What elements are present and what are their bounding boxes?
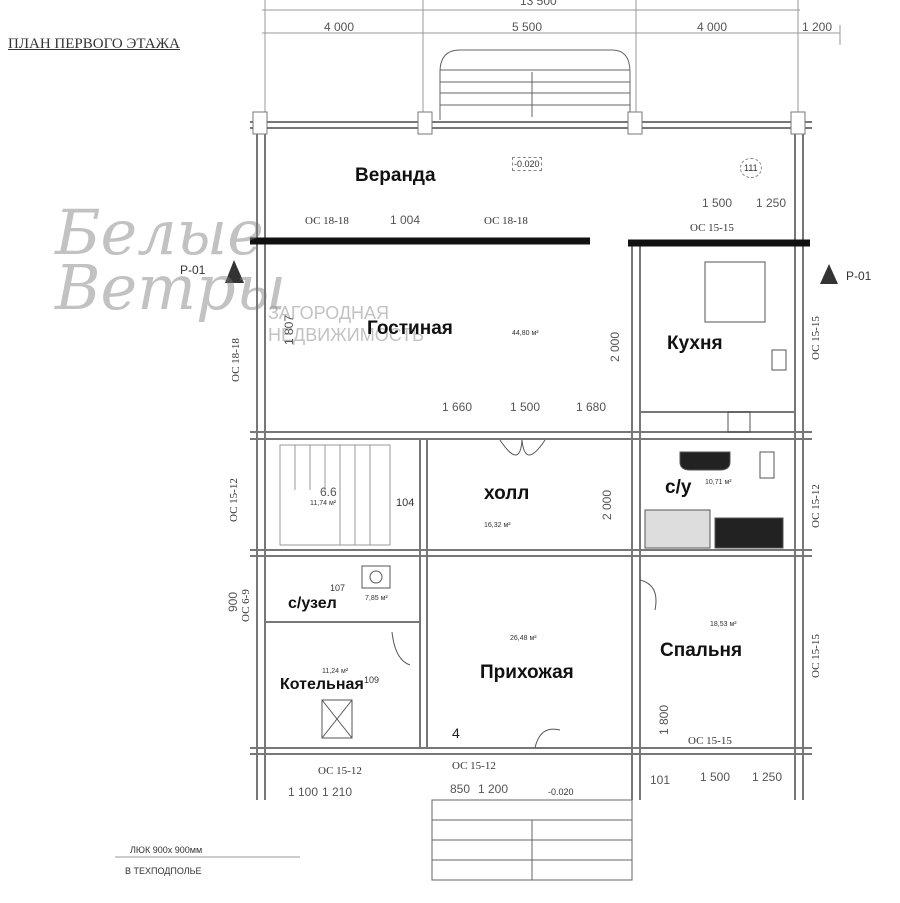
wc-area: 7,85 м² <box>365 595 388 602</box>
axis-label: ОС 18-18 <box>484 215 528 227</box>
dim: 1 210 <box>322 785 353 799</box>
axis-label: ОС 15-15 <box>690 222 734 234</box>
entrance-stairs <box>431 799 633 881</box>
sauna-icon <box>714 517 784 549</box>
dim: 900 <box>226 591 240 612</box>
hatch-icon <box>321 699 353 739</box>
dim: 1 200 <box>478 782 509 796</box>
room-living: Гостиная <box>367 318 453 339</box>
living-area: 44,80 м² <box>512 330 539 337</box>
axis-label: ОС 15-12 <box>810 484 822 528</box>
dim-top: 4 000 <box>324 20 355 34</box>
boiler-icon <box>361 565 391 589</box>
stove-icon <box>727 411 751 433</box>
section-mark-left-icon <box>225 260 244 283</box>
room-entrance: Прихожая <box>480 662 574 683</box>
axis-label: ОС 15-15 <box>688 735 732 747</box>
room-hall: холл <box>484 483 530 504</box>
watermark-line2: НЕДВИЖИМОСТЬ <box>268 325 424 345</box>
entrance-area: 26,48 м² <box>510 635 537 642</box>
stair-area: 11,74 м² <box>310 500 337 507</box>
veranda-number: 111 <box>740 158 762 178</box>
dim: 1 004 <box>390 213 421 227</box>
hall-area: 16,32 м² <box>484 522 511 529</box>
watermark-line1: ЗАГОРОДНАЯ <box>268 303 390 323</box>
dim: 1 500 <box>700 770 731 784</box>
watermark-brand: Белые Ветры <box>55 196 287 324</box>
room-boiler: Котельная <box>280 676 364 693</box>
dim-top: 4 000 <box>697 20 728 34</box>
posts <box>252 111 806 135</box>
dim: 101 <box>650 773 671 787</box>
room-kitchen: Кухня <box>667 333 723 354</box>
section-line <box>250 237 810 247</box>
room-bathroom: с/у <box>665 477 692 498</box>
dim: 1 100 <box>288 785 319 799</box>
shower-icon <box>644 509 711 549</box>
stair-mark: 6.6 <box>320 485 337 499</box>
level-mark: -0.020 <box>548 787 574 797</box>
axis-label: ОС 15-12 <box>228 478 240 522</box>
hatch-note-2: В ТЕХПОДПОЛЬЕ <box>125 866 202 876</box>
dim: 1 250 <box>756 196 787 210</box>
dim: 4 <box>452 725 460 741</box>
dim: 1 250 <box>752 770 783 784</box>
interior-stairs <box>279 444 391 546</box>
fixtures <box>321 261 787 749</box>
dimension-lines <box>262 0 841 130</box>
axis-label: ОС 15-15 <box>810 634 822 678</box>
axis-label: ОС 15-15 <box>810 316 822 360</box>
axis-label: ОС 18-18 <box>305 215 349 227</box>
bathroom-area: 10,71 м² <box>705 479 732 486</box>
axis-label: ОС 15-12 <box>452 760 496 772</box>
dim: 1 680 <box>576 400 607 414</box>
dim: 1 500 <box>702 196 733 210</box>
axis-label: ОС 18-18 <box>230 338 242 382</box>
bathtub-icon <box>679 451 731 471</box>
walls <box>250 121 812 800</box>
dim: 1 500 <box>510 400 541 414</box>
dim: 1 660 <box>442 400 473 414</box>
axis-label: ОС 6-9 <box>240 589 252 622</box>
wc-number: 107 <box>330 583 346 593</box>
stair-number: 104 <box>396 497 415 509</box>
dim: 2 000 <box>608 331 622 362</box>
bedroom-area: 18,53 м² <box>710 621 737 628</box>
watermark-logo: Белые Ветры <box>55 202 295 319</box>
door-swing-icon <box>499 439 546 456</box>
dim-top: 5 500 <box>512 20 543 34</box>
room-wc: с/узел <box>288 595 337 612</box>
toilet-icon <box>759 451 775 479</box>
door-swing-icon <box>391 631 411 666</box>
veranda-level: -0.020 <box>512 157 542 171</box>
boiler-area: 11,24 м² <box>322 668 349 675</box>
room-bedroom: Спальня <box>660 640 743 661</box>
veranda-stairs <box>439 49 631 120</box>
dim-total: 13 500 <box>520 0 557 8</box>
door-swing-icon <box>639 579 657 611</box>
boiler-number: 109 <box>364 675 380 685</box>
dim: 850 <box>450 782 471 796</box>
sink-icon <box>771 349 787 371</box>
hatch-note-1: ЛЮК 900х 900мм <box>130 845 203 855</box>
page-title: ПЛАН ПЕРВОГО ЭТАЖА <box>8 36 180 52</box>
dim: 1 800 <box>657 704 671 735</box>
room-veranda: Веранда <box>355 165 436 186</box>
section-mark-right: Р-01 <box>846 269 872 283</box>
section-mark-left: Р-01 <box>180 263 206 277</box>
dim: 1 807 <box>282 314 296 345</box>
door-swing-icon <box>534 728 561 749</box>
section-mark-right-icon <box>820 264 838 284</box>
dim: 2 000 <box>600 489 614 520</box>
table-icon <box>704 261 766 323</box>
dim-top: 1 200 <box>802 20 833 34</box>
axis-label: ОС 15-12 <box>318 765 362 777</box>
